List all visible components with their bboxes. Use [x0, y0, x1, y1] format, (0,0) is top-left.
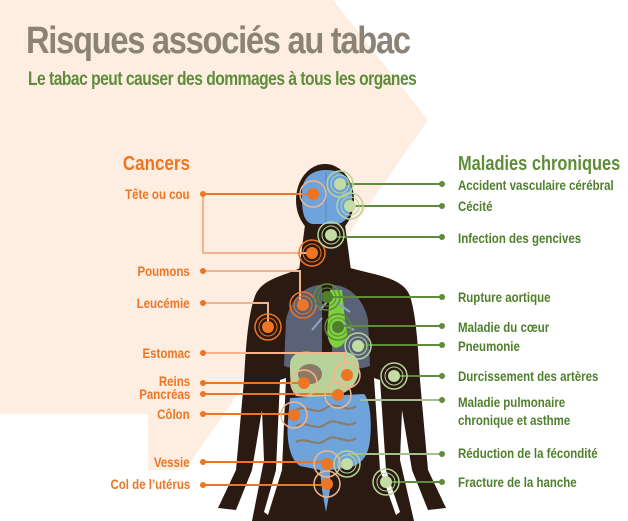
target-pancreas — [324, 381, 352, 409]
chronic-label-blindness: Cécité — [458, 198, 493, 214]
target-heart — [324, 313, 352, 341]
chronic-label-hip: Fracture de la hanche — [458, 474, 577, 490]
chronic-label-arteries: Durcissement des artères — [458, 368, 599, 384]
chronic-heading: Maladies chroniques — [458, 153, 621, 175]
cancer-label-stomach: Estomac — [142, 345, 190, 361]
target-cervix — [313, 470, 341, 498]
target-gums — [317, 221, 345, 249]
left-lung — [284, 285, 322, 369]
target-hip — [372, 468, 400, 496]
page-subtitle: Le tabac peut causer des dommages à tous… — [28, 69, 417, 90]
chronic-label-heart: Maladie du cœur — [458, 319, 550, 335]
chronic-label-copd-line1: Maladie pulmonaire — [458, 394, 566, 410]
target-head-neck — [299, 180, 327, 208]
chronic-label-aorta: Rupture aortique — [458, 289, 551, 305]
target-stomach — [333, 361, 361, 389]
target-kidneys — [290, 369, 318, 397]
cancer-label-kidneys: Reins — [158, 373, 190, 389]
target-blindness — [336, 192, 364, 220]
chronic-label-fertility: Réduction de la fécondité — [458, 445, 598, 461]
page-title: Risques associés au tabac — [26, 20, 411, 62]
target-aorta — [313, 283, 341, 311]
cancer-label-leukemia: Leucémie — [137, 295, 190, 311]
chronic-label-stroke: Accident vasculaire cérébral — [458, 177, 614, 193]
cancer-label-pancreas: Pancréas — [138, 386, 190, 402]
target-bladder — [313, 450, 341, 478]
chronic-connectors — [327, 183, 442, 483]
cancer-targets — [254, 180, 361, 498]
cancer-label-colon: Côlon — [157, 406, 190, 422]
target-lungs — [289, 291, 317, 319]
cancer-connectors — [202, 193, 345, 486]
chronic-label-gums: Infection des gencives — [458, 230, 582, 246]
chronic-label-dots — [439, 181, 445, 485]
target-leukemia — [254, 313, 282, 341]
right-arm-gap — [374, 378, 400, 515]
cancer-label-cervix: Col de l’utérus — [110, 476, 190, 492]
target-colon — [280, 401, 308, 429]
cancers-heading: Cancers — [122, 153, 190, 175]
chronic-targets — [313, 170, 408, 496]
target-arteries — [380, 362, 408, 390]
cancer-label-bladder: Vessie — [154, 454, 190, 470]
intestines — [287, 394, 371, 512]
cancer-label-lungs: Poumons — [137, 263, 190, 279]
chronic-label-copd-line2: chronique et asthme — [458, 412, 571, 428]
background-arrow-shape — [0, 0, 428, 470]
target-fertility — [333, 450, 361, 478]
chronic-label-pneumonia: Pneumonie — [458, 338, 520, 354]
left-arm-gap — [264, 378, 286, 515]
target-throat — [298, 239, 326, 267]
target-pneumonia — [344, 332, 372, 360]
cancer-label-dots — [200, 191, 206, 488]
cancer-label-head-neck: Tête ou cou — [125, 186, 190, 202]
